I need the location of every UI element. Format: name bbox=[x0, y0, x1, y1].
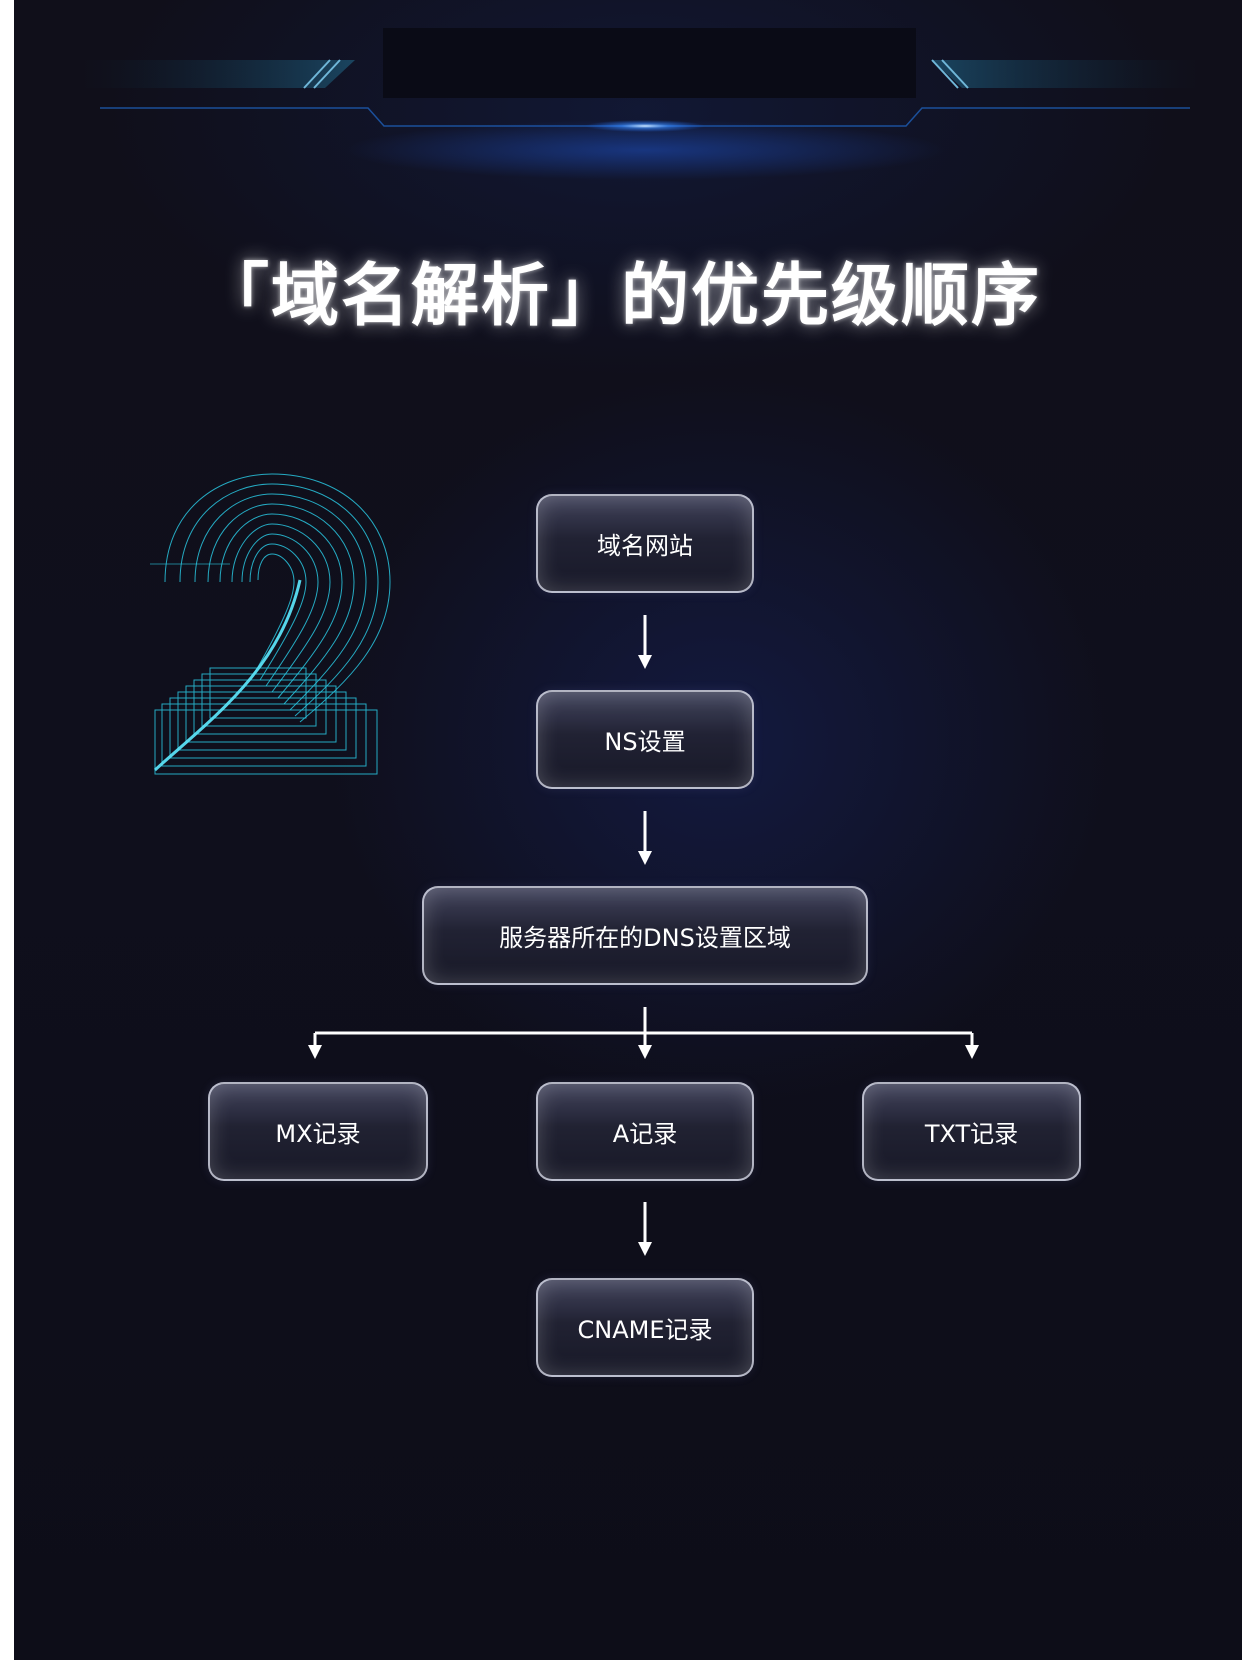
header-right-slash bbox=[931, 59, 959, 89]
header-tab bbox=[383, 28, 916, 98]
left-edge-strip bbox=[0, 0, 14, 1660]
header-frame bbox=[80, 28, 1200, 180]
node-domain-site: 域名网站 bbox=[536, 494, 754, 593]
two-base-lines bbox=[154, 667, 378, 775]
branch-connector bbox=[308, 1007, 979, 1059]
header-left-bar bbox=[80, 60, 355, 88]
header-right-slash bbox=[941, 59, 969, 89]
node-txt-record: TXT记录 bbox=[862, 1082, 1081, 1181]
header-left-slash bbox=[313, 59, 341, 89]
node-cname-record: CNAME记录 bbox=[536, 1278, 754, 1377]
arrow-a-to-cname bbox=[638, 1202, 652, 1256]
two-highlight-stroke bbox=[153, 579, 302, 772]
header-left-slash bbox=[303, 59, 331, 89]
header-glow-spot bbox=[585, 120, 705, 132]
header-under-glow bbox=[345, 120, 945, 180]
arrow-ns-to-dns-zone bbox=[638, 811, 652, 865]
node-a-record: A记录 bbox=[536, 1082, 754, 1181]
node-ns-settings: NS设置 bbox=[536, 690, 754, 789]
node-mx-record: MX记录 bbox=[208, 1082, 428, 1181]
number-two-icon bbox=[150, 473, 391, 775]
two-loop-lines bbox=[164, 473, 391, 723]
arrow-domain-to-ns bbox=[638, 615, 652, 669]
header-right-bar bbox=[932, 60, 1200, 88]
page-title: 「域名解析」的优先级顺序 bbox=[200, 257, 1041, 336]
node-dns-zone: 服务器所在的DNS设置区域 bbox=[422, 886, 868, 985]
